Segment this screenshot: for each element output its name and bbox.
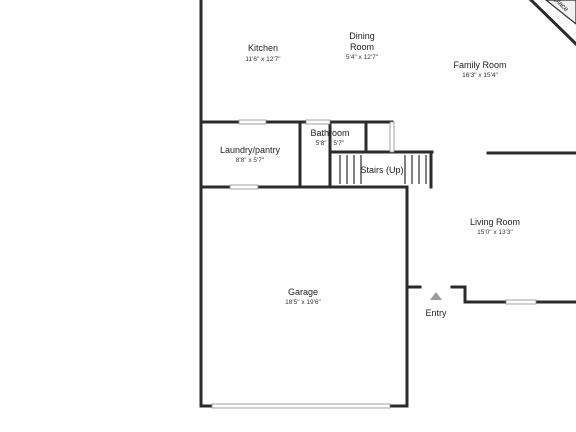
dining-label-line2: Room [350,42,374,52]
dining-label-line1: Dining [349,31,375,41]
stairs-treads [339,155,427,184]
garage-dims: 18'5" x 19'6" [285,299,321,306]
entry-arrow-icon [430,292,442,300]
kitchen-label: Kitchen [248,43,278,53]
kitchen-dims: 11'6" x 12'7" [245,56,281,63]
bathroom-label: Bathroom [310,128,349,138]
family-room-label: Family Room [453,60,506,70]
entry-label: Entry [425,308,447,318]
laundry-dims: 8'8" x 5'7" [236,157,265,164]
dining-dims: 5'4" x 12'7" [346,54,379,61]
walls [199,0,576,408]
living-room-dims: 15'0" x 13'3" [477,229,513,236]
laundry-label: Laundry/pantry [220,145,281,155]
bathroom-dims: 5'8" x 5'7" [316,140,345,147]
stairs-label: Stairs (Up) [360,165,403,175]
family-room-dims: 16'3" x 15'4" [462,72,498,79]
garage-label: Garage [288,287,318,297]
living-room-label: Living Room [470,217,520,227]
windows [211,119,537,409]
